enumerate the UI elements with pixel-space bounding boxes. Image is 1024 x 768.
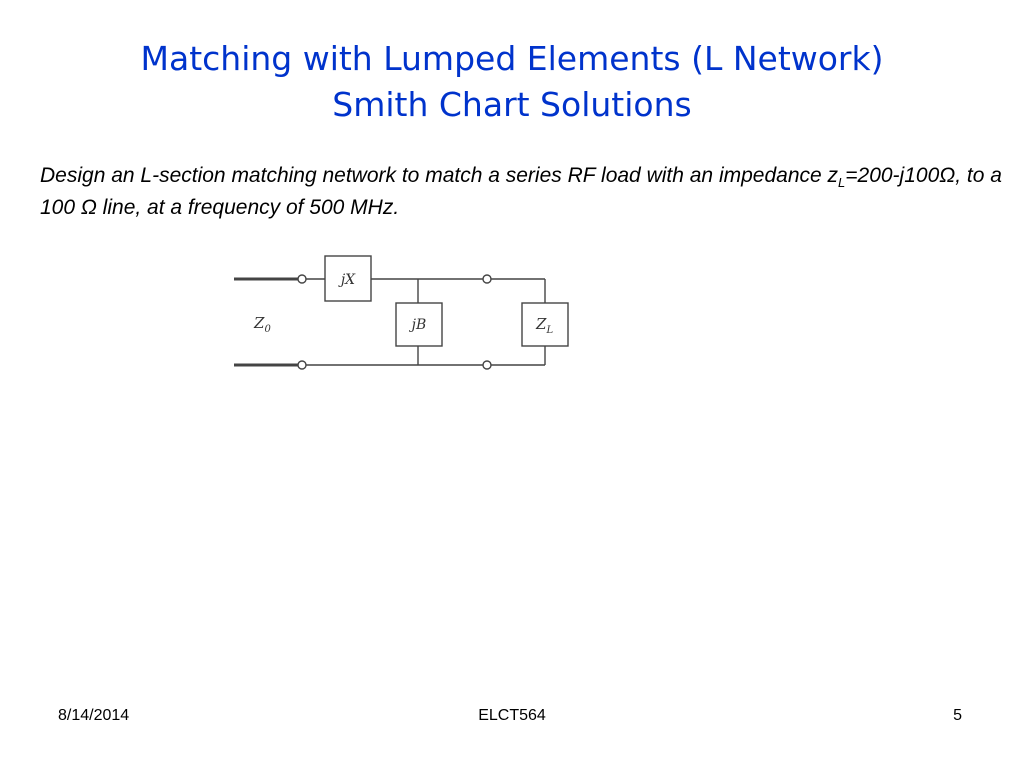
l-network-schematic: Z0 jX jB ZL xyxy=(234,255,569,370)
bottom-left-terminal xyxy=(297,360,307,370)
title-line-1: Matching with Lumped Elements (L Network… xyxy=(140,39,884,78)
shunt-element-box xyxy=(395,302,443,347)
footer-course: ELCT564 xyxy=(478,707,546,724)
bottom-right-terminal xyxy=(482,360,492,370)
load-box xyxy=(521,302,569,347)
source-impedance-label: Z0 xyxy=(253,314,271,335)
footer-date: 8/14/2014 xyxy=(58,707,130,724)
problem-text-part-2: =200-j100Ω, to a 100 Ω line, at a freque… xyxy=(40,164,1002,219)
top-right-terminal xyxy=(482,274,492,284)
problem-text-part-1: Design an L-section matching network to … xyxy=(40,164,839,187)
title-line-2: Smith Chart Solutions xyxy=(332,85,692,124)
slide-title: Matching with Lumped Elements (L Network… xyxy=(0,36,1024,128)
problem-statement: Design an L-section matching network to … xyxy=(40,160,1010,224)
top-left-terminal xyxy=(297,274,307,284)
problem-subscript: L xyxy=(838,175,846,191)
series-element-box xyxy=(324,255,372,302)
load-impedance-label: ZL xyxy=(535,315,553,336)
footer-page-number: 5 xyxy=(953,707,962,724)
shunt-element-label: jB xyxy=(409,317,427,333)
series-element-label: jX xyxy=(338,272,356,288)
